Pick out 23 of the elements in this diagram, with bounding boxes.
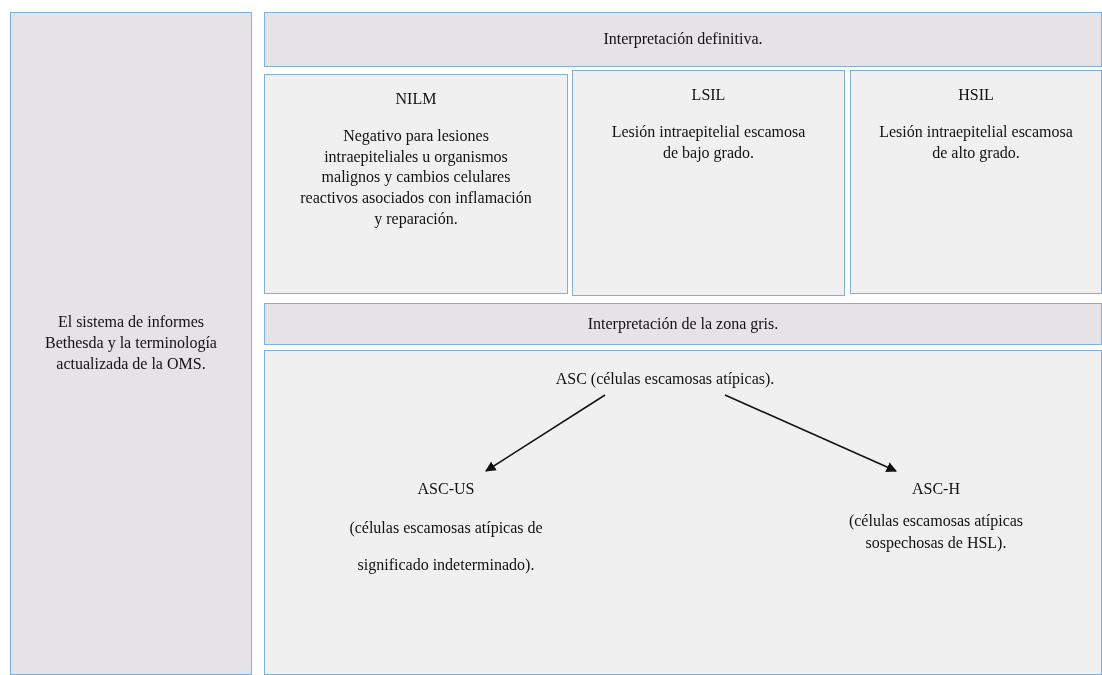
arrow xyxy=(724,394,897,472)
subcategory-code: ASC-US xyxy=(417,479,475,499)
side-panel xyxy=(10,12,252,675)
subcategory-description: (células escamosas atípicas sospechosas de HSL). xyxy=(847,510,1025,554)
section-heading: Interpretación definitiva. xyxy=(603,29,763,50)
category-heading: ASC (células escamosas atípicas). xyxy=(515,365,815,393)
panel-box xyxy=(264,350,1102,675)
panel-title: El sistema de informes Bethesda y la terminología actualizada de la OMS. xyxy=(44,312,218,374)
arrow xyxy=(485,394,606,472)
category-code: HSIL xyxy=(957,85,995,105)
category-description: Lesión intraepitelial escamosa de bajo grado. xyxy=(610,121,807,164)
section-header-band xyxy=(264,303,1102,345)
category-code: LSIL xyxy=(690,85,727,105)
category-description: Negativo para lesiones intraepiteliales u organismos malignos y cambios celulares reactivos asociados con inflamación y reparación. xyxy=(299,125,533,230)
category-box xyxy=(850,70,1102,294)
section-header-band xyxy=(264,12,1102,67)
subcategory-description: (células escamosas atípicas de significado indeterminado). xyxy=(348,517,544,576)
section-heading: Interpretación de la zona gris. xyxy=(587,313,779,335)
category-box xyxy=(572,70,845,296)
category-description: Lesión intraepitelial escamosa de alto grado. xyxy=(878,121,1074,164)
category-box xyxy=(264,74,568,294)
category-code: NILM xyxy=(394,89,438,109)
subcategory-code: ASC-H xyxy=(912,479,960,499)
